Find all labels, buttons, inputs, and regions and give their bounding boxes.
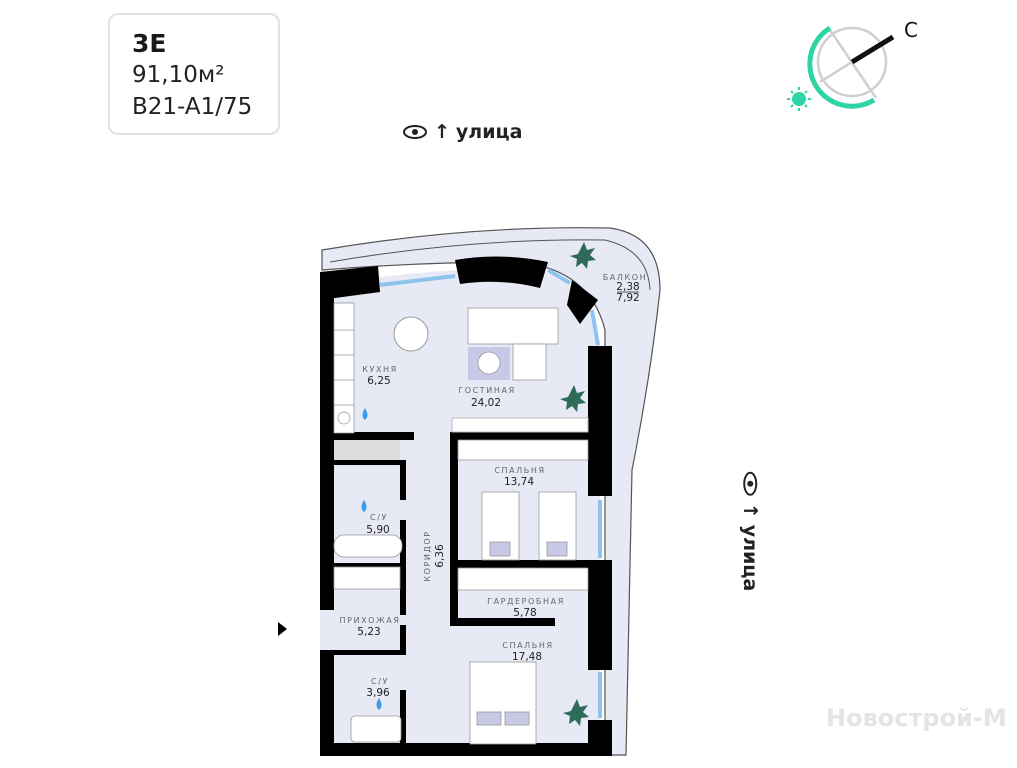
apartment-info-card: 3E 91,10м² B21-A1/75 xyxy=(108,13,280,135)
corridor-name: КОРИДОР xyxy=(423,530,432,581)
watermark: Новострой-М xyxy=(826,704,1007,732)
bath1-area: 5,90 xyxy=(366,524,389,536)
street-label: улица xyxy=(455,121,523,143)
wardrobe-name: ГАРДЕРОБНАЯ xyxy=(487,597,565,606)
eye-icon xyxy=(403,125,427,139)
bath2-name: С/У xyxy=(371,677,389,686)
sofa xyxy=(467,307,559,381)
eye-icon xyxy=(743,471,758,496)
plant-icon xyxy=(563,699,589,726)
kitchen-name: КУХНЯ xyxy=(362,365,398,374)
dining-table xyxy=(393,316,429,352)
apartment-area: 91,10м² xyxy=(132,62,225,88)
kitchen-counter xyxy=(333,302,355,434)
sun-icon xyxy=(787,87,811,111)
street-direction-right: ↑ улица xyxy=(739,471,761,591)
living-area: 24,02 xyxy=(471,397,501,409)
wardrobe-area: 5,78 xyxy=(513,607,536,619)
bath2-area: 3,96 xyxy=(366,687,390,699)
balcony-area-2: 7,92 xyxy=(616,292,639,304)
apartment-code: B21-A1/75 xyxy=(132,94,253,120)
hall-area: 5,23 xyxy=(357,626,380,638)
kitchen-area: 6,25 xyxy=(367,375,390,387)
arrow-up-icon: ↑ xyxy=(434,121,450,143)
corridor-area: 6,36 xyxy=(434,544,446,568)
plant-icon xyxy=(560,385,586,412)
bedroom1-name: СПАЛЬНЯ xyxy=(494,466,545,475)
balcony-area-1: 2,38 xyxy=(616,281,639,293)
water-drop-icon xyxy=(376,698,382,710)
windows xyxy=(379,268,602,718)
beds xyxy=(333,439,589,745)
compass-north-label: С xyxy=(904,18,918,42)
water-drop-icon xyxy=(361,500,367,512)
tv-stand xyxy=(451,417,589,433)
compass: С xyxy=(787,18,918,111)
arrow-up-icon: ↑ xyxy=(739,502,762,519)
street-direction-top: ↑ улица xyxy=(402,121,522,143)
bedroom1-area: 13,74 xyxy=(504,476,534,488)
balcony-name: БАЛКОН xyxy=(603,273,648,282)
living-name: ГОСТИНАЯ xyxy=(458,386,515,395)
apartment-type: 3E xyxy=(132,29,167,58)
bedroom2-name: СПАЛЬНЯ xyxy=(502,641,553,650)
plant-icon xyxy=(570,242,596,269)
water-drop-icon xyxy=(362,408,368,420)
apartment-floor xyxy=(322,269,600,755)
hall-name: ПРИХОЖАЯ xyxy=(339,616,400,625)
entrance-arrow-icon xyxy=(278,622,287,636)
bedroom2-area: 17,48 xyxy=(512,651,542,663)
bath1-name: С/У xyxy=(370,513,388,522)
street-label: улица xyxy=(739,524,762,592)
walls xyxy=(320,256,612,756)
